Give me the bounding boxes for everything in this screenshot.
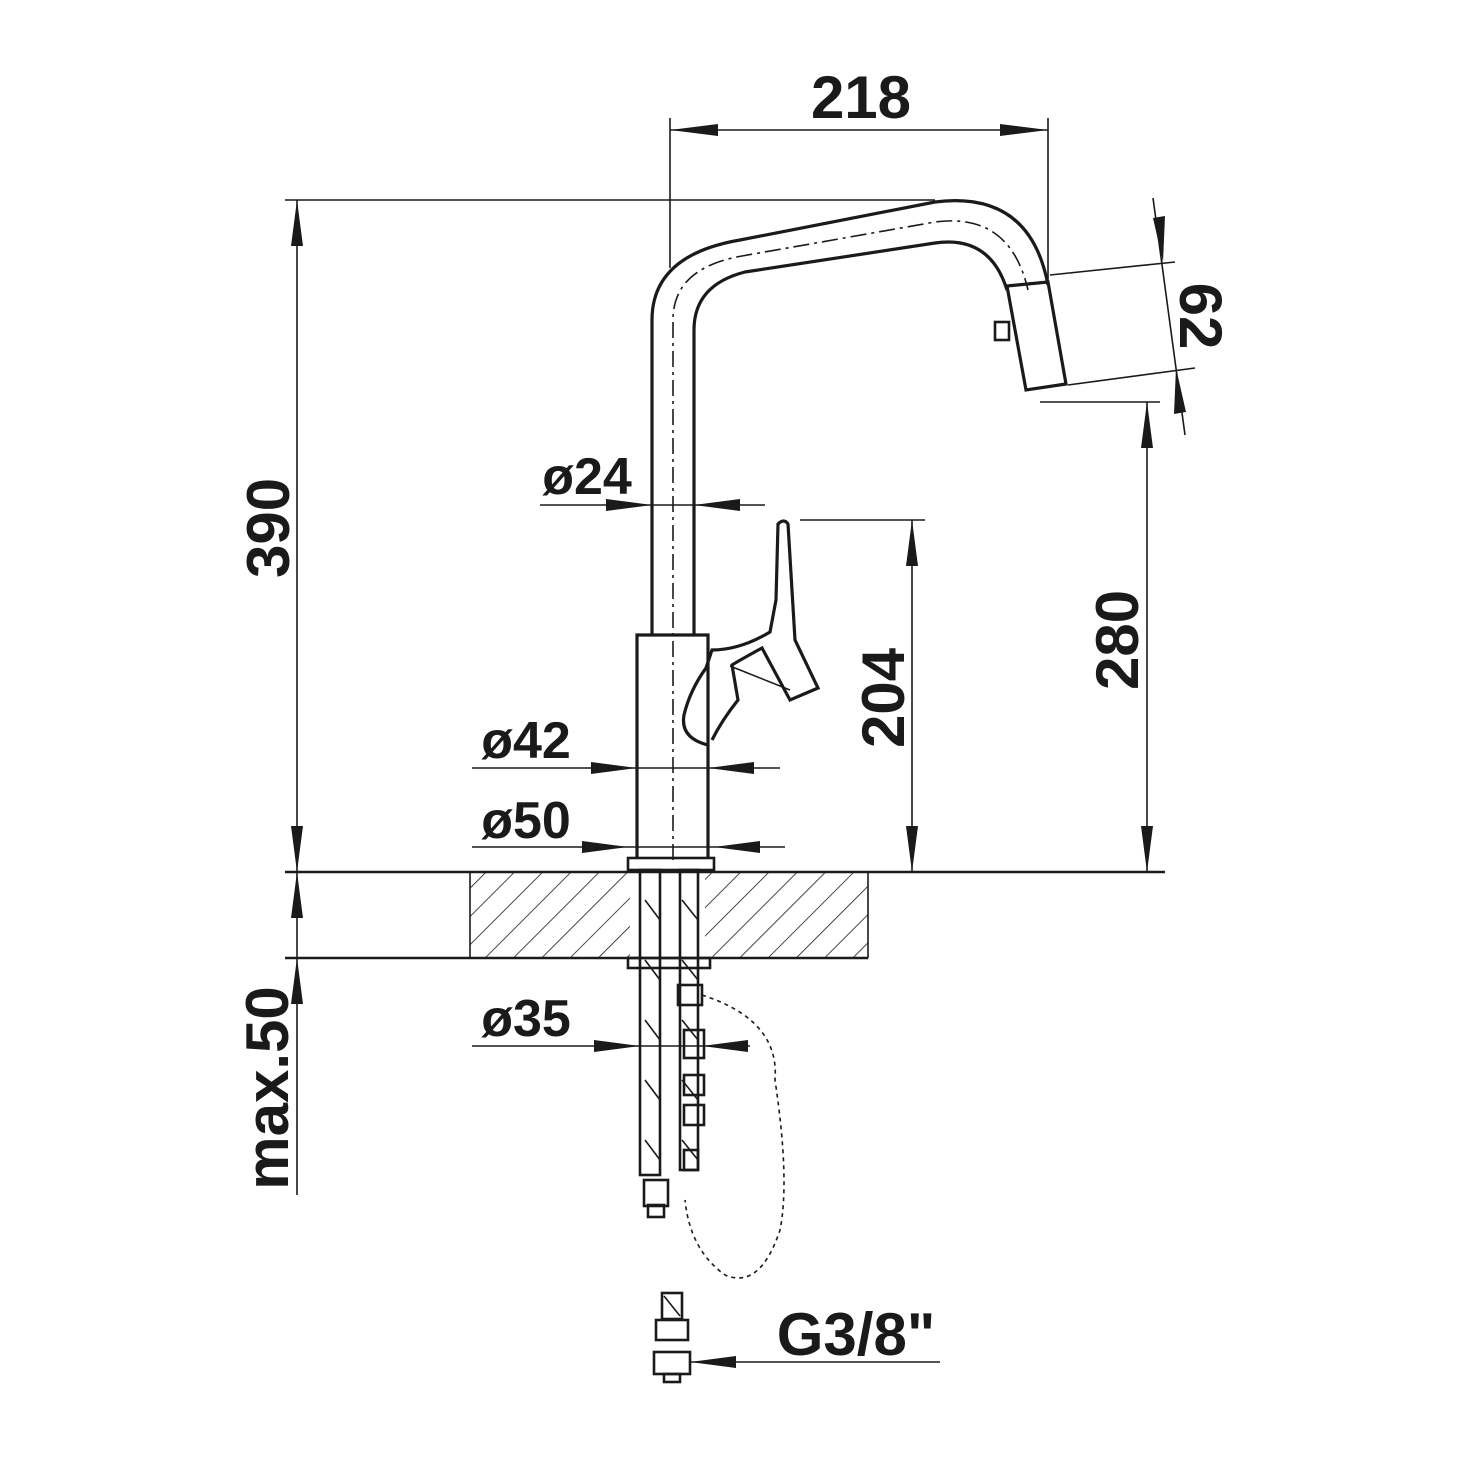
dimension-body-diameter xyxy=(472,762,780,774)
label-lever-height: 204 xyxy=(850,647,917,748)
spout-inner xyxy=(692,240,1009,635)
dimension-total-height xyxy=(285,199,935,872)
spout-centerline xyxy=(672,220,1029,860)
lever-detail xyxy=(729,665,791,691)
dimension-reach xyxy=(669,118,1049,285)
base-ring xyxy=(626,856,716,872)
dimension-thread-leader xyxy=(690,1356,940,1368)
spray-head xyxy=(1005,280,1068,392)
label-outlet-height: 280 xyxy=(1084,590,1151,690)
dimension-base-diameter xyxy=(472,841,785,853)
label-max-counter: max.50 xyxy=(234,986,301,1190)
dimension-head-size xyxy=(1049,197,1196,436)
hose-fitting xyxy=(642,1178,670,1208)
faucet-body xyxy=(626,199,1068,1384)
shank-left xyxy=(638,868,662,1177)
pullout-hose xyxy=(684,994,785,1279)
dimension-lever-height xyxy=(800,519,925,872)
label-connection-thread: G3/8" xyxy=(777,1301,936,1368)
label-shank-diameter: ø35 xyxy=(481,990,571,1048)
label-body-diameter: ø42 xyxy=(481,712,571,770)
spout-outer xyxy=(650,199,1050,635)
spray-button xyxy=(993,320,1011,342)
countertop xyxy=(285,870,1165,960)
countertop-hatch-left xyxy=(470,872,630,958)
label-total-height: 390 xyxy=(235,478,302,578)
label-base-diameter: ø50 xyxy=(481,792,571,850)
dimension-spout-diameter xyxy=(540,499,765,511)
countertop-hatch-right xyxy=(705,872,868,958)
label-spout-reach: 218 xyxy=(811,64,911,131)
label-head-size: 62 xyxy=(1167,283,1234,350)
lever-handle xyxy=(681,519,821,747)
dimension-outlet-height xyxy=(1040,401,1160,872)
dimension-max-counter xyxy=(291,872,303,1195)
connection-fitting xyxy=(652,1291,692,1384)
shank-nut xyxy=(626,956,712,970)
label-spout-diameter: ø24 xyxy=(542,448,632,506)
dimension-shank-diameter xyxy=(472,1040,750,1052)
